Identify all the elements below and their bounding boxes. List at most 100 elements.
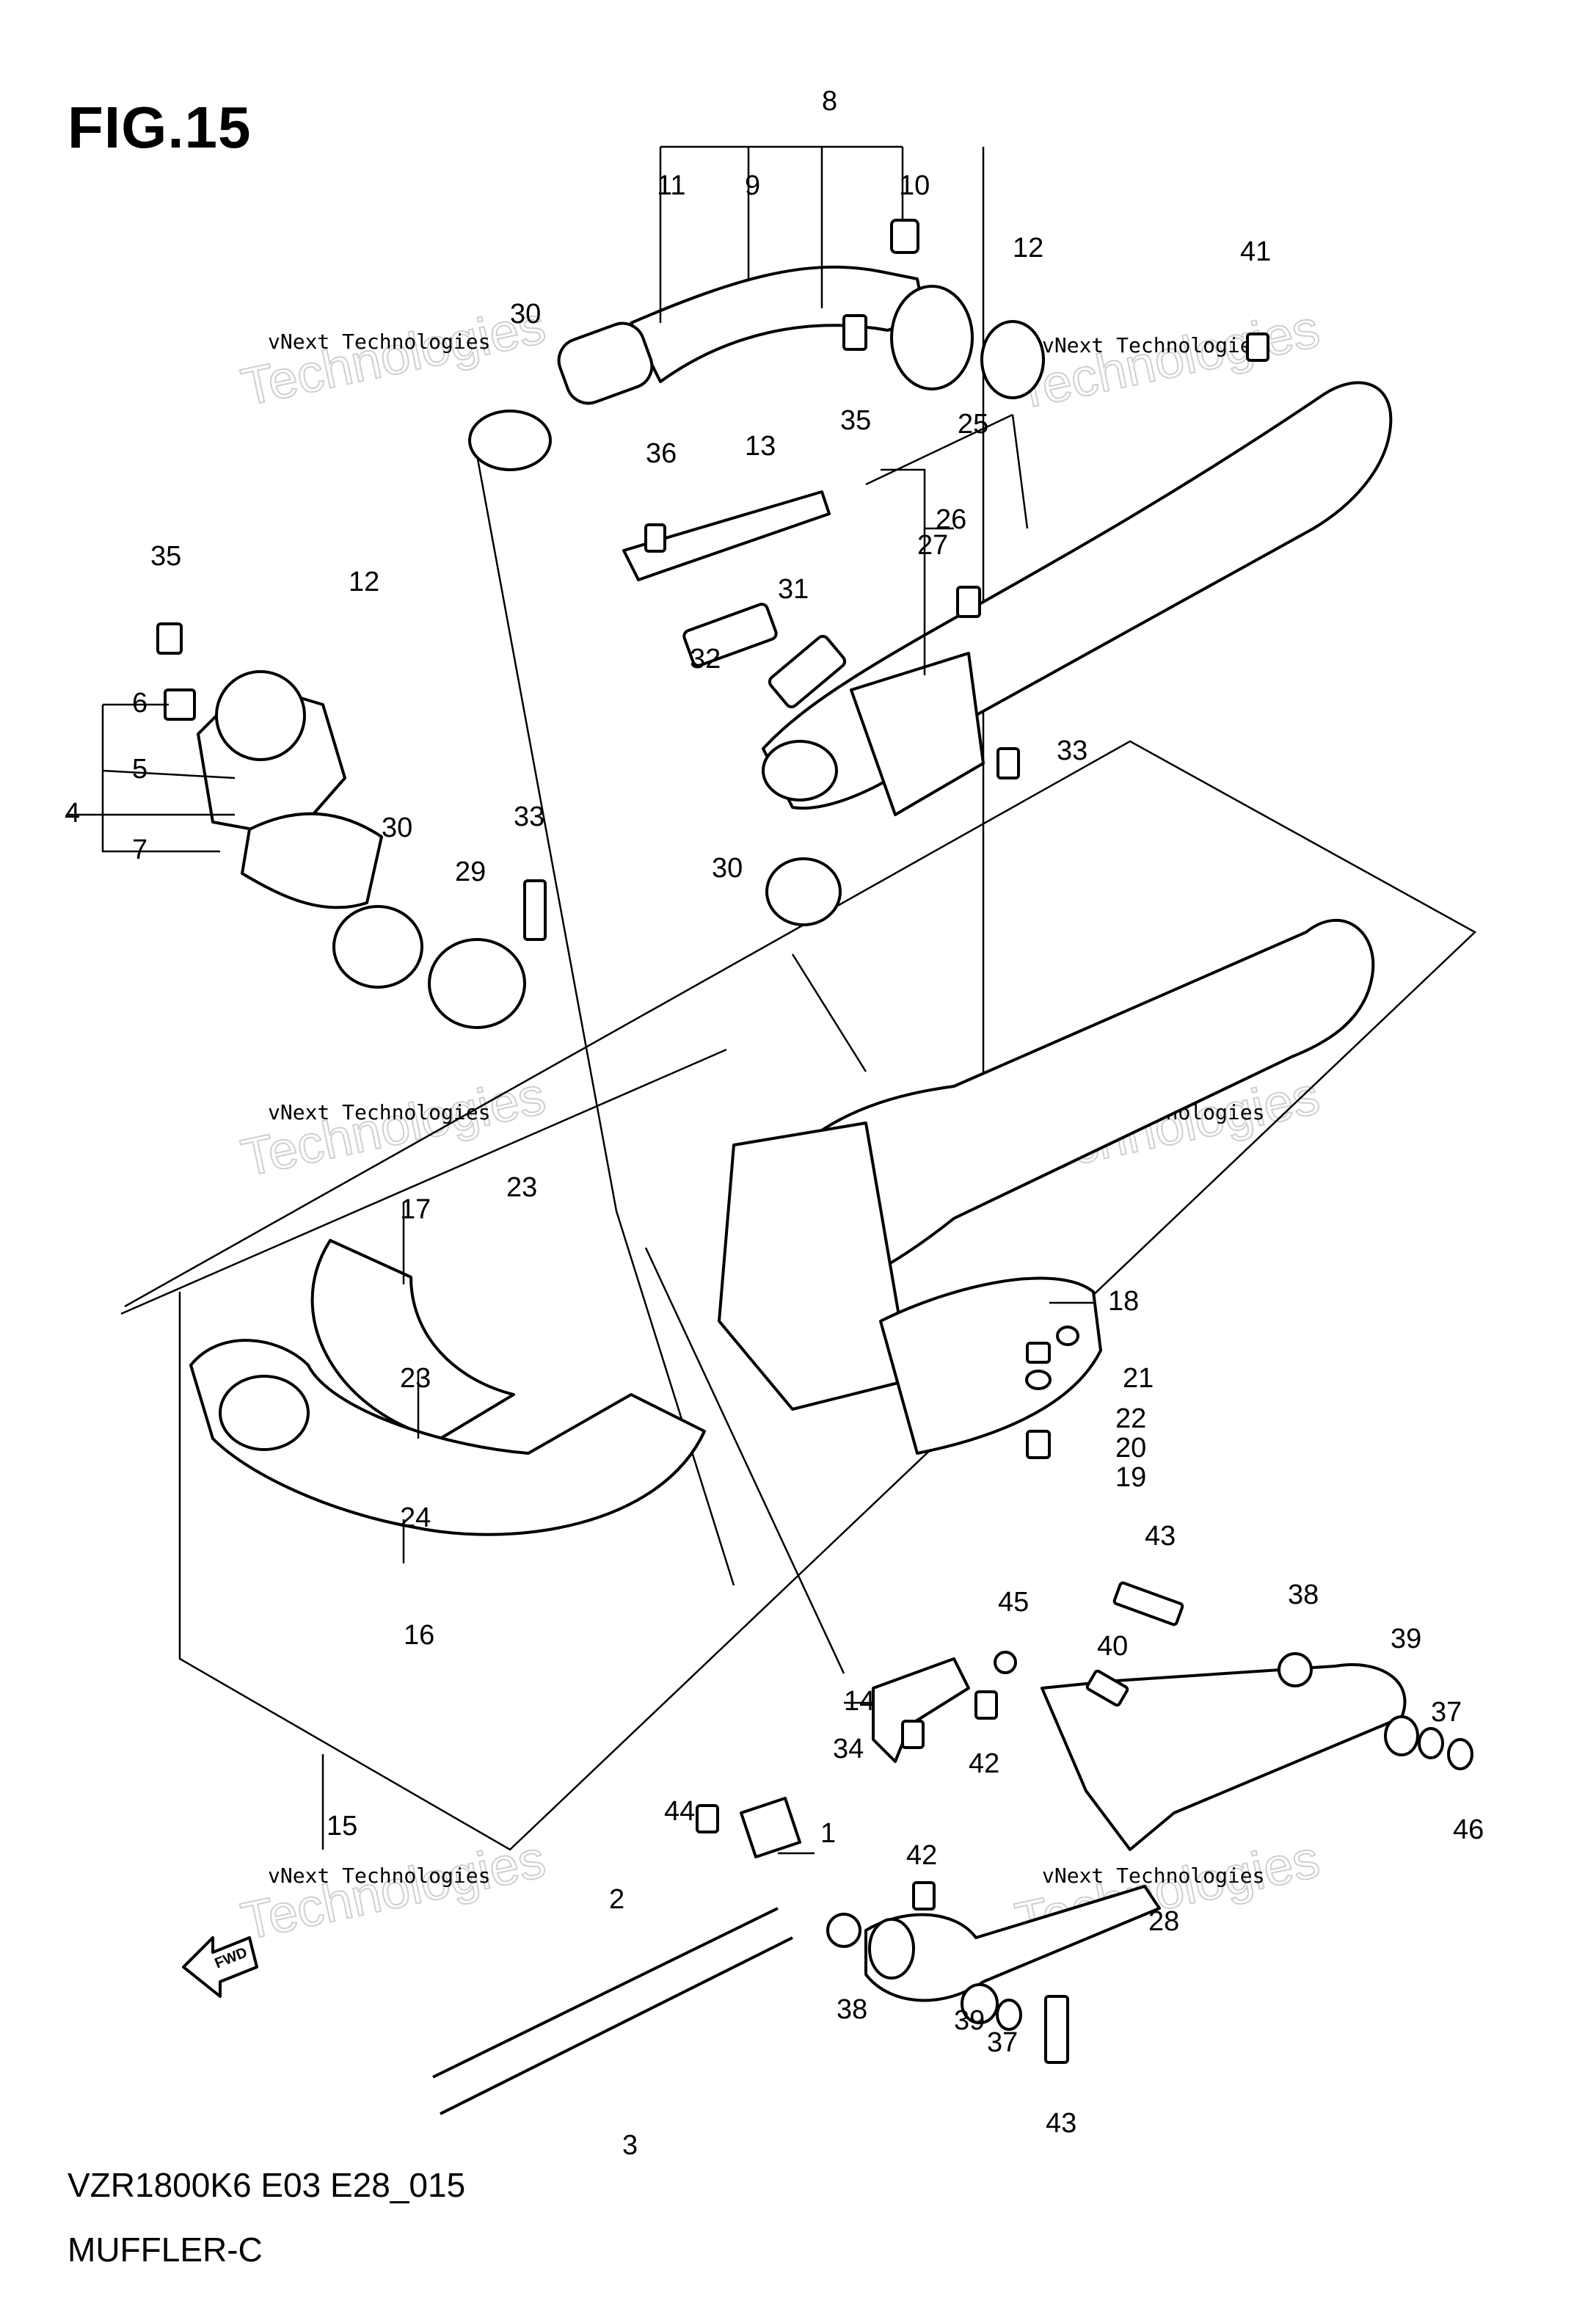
bushing-38-lower — [826, 1913, 861, 1948]
sleeve-30-a — [468, 410, 552, 471]
sleeve-30-upper — [557, 321, 654, 405]
gasket-12-left — [215, 670, 306, 761]
callout-25: 25 — [958, 409, 988, 440]
exhaust-pipe-16 — [189, 1339, 706, 1536]
forward-arrow: FWD — [182, 1936, 258, 1998]
pipe-flange-upper — [890, 285, 974, 390]
callout-35: 35 — [840, 405, 871, 436]
front-exhaust-pipe — [630, 265, 926, 383]
bolt-19 — [1026, 1430, 1051, 1459]
bolt-33-left — [523, 879, 547, 941]
callout-12: 12 — [1013, 233, 1043, 263]
bolt-33-upper — [996, 747, 1020, 779]
cushion-6 — [164, 688, 196, 721]
callout-43: 43 — [1046, 2108, 1076, 2139]
washer-37-right — [1418, 1727, 1444, 1759]
callout-21: 21 — [1123, 1363, 1154, 1394]
callout-17: 17 — [400, 1194, 431, 1225]
callout-3: 3 — [622, 2130, 638, 2161]
figure-title: FIG.15 — [68, 95, 252, 160]
callout-27: 27 — [917, 530, 948, 561]
callout-22: 22 — [1115, 1403, 1146, 1434]
callout-46: 46 — [1453, 1814, 1484, 1845]
watermark-brand: Technologies — [236, 296, 550, 418]
callout-15: 15 — [327, 1811, 357, 1842]
watermark-company: vNext Technologies — [268, 1864, 490, 1888]
callout-31: 31 — [778, 574, 809, 605]
watermark-brand: Technologies — [236, 1066, 550, 1188]
nut-46 — [1447, 1738, 1473, 1770]
callout-45: 45 — [998, 1587, 1029, 1618]
sleeve-30-b — [765, 857, 842, 926]
footrest-bracket-parts — [696, 1581, 1473, 2064]
callout-38: 38 — [1288, 1579, 1319, 1610]
exhaust-parts — [156, 219, 1393, 1536]
callout-30: 30 — [712, 853, 743, 884]
watermark-brand: Technologies — [1010, 299, 1324, 421]
washer-37-lower — [996, 1999, 1022, 2031]
callout-23: 23 — [400, 1363, 431, 1394]
callout-11: 11 — [657, 170, 685, 201]
callout-28: 28 — [1148, 1906, 1179, 1937]
callout-33: 33 — [1057, 735, 1087, 766]
callout-10: 10 — [899, 170, 930, 201]
watermark-brand: Technologies — [236, 1830, 550, 1952]
callout-7: 7 — [132, 835, 147, 865]
watermark-company: vNext Technologies — [268, 1100, 490, 1124]
callout-4: 4 — [65, 798, 80, 829]
bolt-34 — [901, 1720, 925, 1749]
callout-23: 23 — [506, 1172, 537, 1203]
callout-30: 30 — [382, 813, 412, 843]
callout-40: 40 — [1097, 1631, 1128, 1662]
callout-26: 26 — [936, 504, 966, 535]
cable-3 — [440, 1936, 793, 2115]
callout-42: 42 — [969, 1748, 999, 1779]
muffler-inlet-upper — [762, 740, 838, 801]
figure-caption: MUFFLER-C — [68, 2231, 263, 2269]
washer-22 — [1026, 1342, 1051, 1364]
gasket-12-upper — [980, 320, 1045, 399]
gasket-31 — [682, 603, 778, 667]
bolt-42-lower — [912, 1881, 936, 1911]
heat-cover-13 — [622, 490, 831, 581]
callout-33: 33 — [514, 801, 544, 832]
callout-13: 13 — [745, 431, 776, 462]
callout-2: 2 — [609, 1884, 624, 1915]
callout-42: 42 — [906, 1840, 937, 1871]
callout-37: 37 — [1431, 1697, 1462, 1728]
callout-14: 14 — [844, 1686, 875, 1717]
callout-36: 36 — [646, 438, 677, 469]
callout-39: 39 — [954, 2005, 985, 2036]
callout-20: 20 — [1115, 1433, 1146, 1464]
callout-44: 44 — [664, 1796, 695, 1827]
callout-32: 32 — [690, 644, 721, 675]
bolt-43-upper — [1112, 1581, 1184, 1626]
callout-38: 38 — [837, 1994, 867, 2025]
throttle-cables — [432, 1907, 793, 2115]
callout-19: 19 — [1115, 1462, 1146, 1493]
washer-45 — [994, 1651, 1017, 1674]
nut-21 — [1056, 1326, 1079, 1346]
callout-39: 39 — [1391, 1624, 1421, 1654]
clamp-29 — [428, 938, 526, 1029]
footrest-arm-28 — [864, 1885, 1161, 2002]
model-code: VZR1800K6 E03 E28_015 — [68, 2166, 466, 2204]
callout-41: 41 — [1240, 236, 1271, 267]
bushing-39-right — [1384, 1715, 1419, 1756]
callout-9: 9 — [745, 170, 760, 201]
cable-2 — [432, 1907, 779, 2079]
callout-37: 37 — [987, 2027, 1018, 2058]
watermark-company: vNext Technologies — [1042, 333, 1264, 357]
callout-29: 29 — [455, 857, 486, 887]
muffler-body-26 — [850, 652, 985, 816]
cushion-27 — [956, 586, 981, 618]
heat-shield-18 — [879, 1276, 1102, 1455]
sleeve-30-left — [332, 905, 423, 989]
footrest-hole — [868, 1918, 915, 1980]
bolt-42-upper — [974, 1690, 998, 1720]
callout-30: 30 — [510, 299, 541, 330]
bolt-35-left — [156, 622, 183, 655]
callout-24: 24 — [400, 1502, 431, 1533]
bushing-38-upper — [1278, 1652, 1313, 1687]
